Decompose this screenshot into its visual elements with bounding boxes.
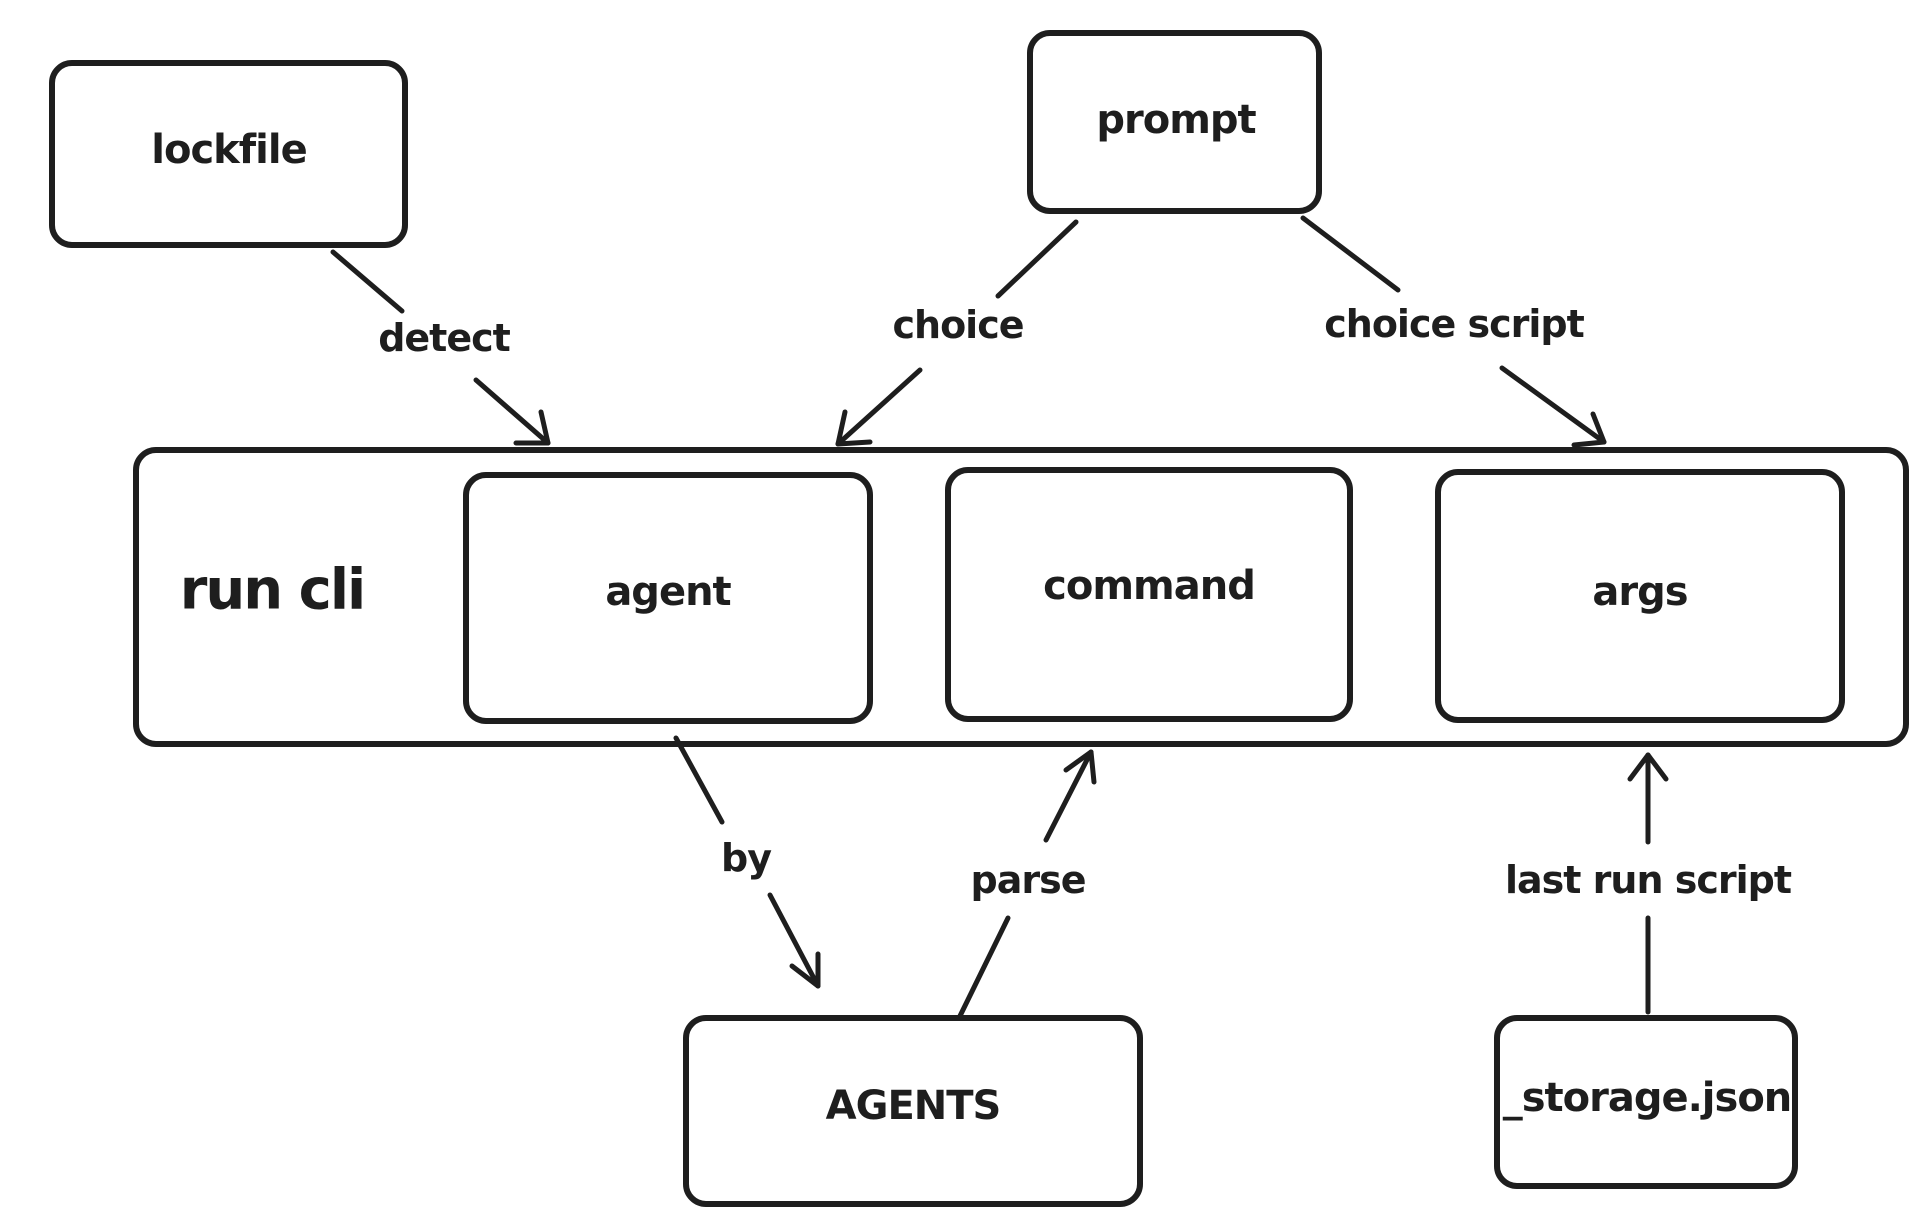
- node-prompt-label: prompt: [1096, 97, 1256, 143]
- edge-detect-label: detect: [378, 316, 510, 360]
- node-command: [945, 467, 1353, 722]
- edge-choice-script-arrowhead: [1571, 411, 1607, 448]
- node-agent: [463, 472, 873, 724]
- edge-choice-script-top: [1300, 215, 1401, 293]
- edge-choice-arrowhead: [835, 409, 873, 447]
- node-command-label: command: [1043, 563, 1255, 609]
- node-storage-json-label: _storage.json: [1503, 1075, 1792, 1121]
- node-lockfile-label: lockfile: [151, 127, 306, 173]
- node-agents: [683, 1015, 1143, 1207]
- node-agents-label: AGENTS: [826, 1083, 1001, 1129]
- node-args-label: args: [1592, 569, 1687, 615]
- node-storage-json: [1494, 1015, 1798, 1189]
- edge-choice-script-bottom: [1499, 365, 1607, 445]
- edge-choice-label: choice: [892, 303, 1023, 347]
- edge-detect-arrowhead: [513, 409, 551, 446]
- edge-by-bottom: [767, 892, 821, 989]
- run-cli-label: run cli: [180, 558, 364, 623]
- edge-detect-bottom: [473, 377, 551, 446]
- edge-choice-top: [995, 219, 1079, 299]
- edge-choice-bottom: [835, 367, 923, 447]
- edge-last-run-arrowhead: [1627, 752, 1669, 782]
- node-lockfile: [49, 60, 408, 248]
- edge-by-arrowhead: [789, 951, 821, 989]
- edge-parse-bottom: [957, 915, 1011, 1019]
- edge-parse-label: parse: [971, 858, 1086, 902]
- edge-last-run-script-label: last run script: [1505, 858, 1792, 902]
- edge-parse-top: [1043, 749, 1094, 843]
- node-args: [1435, 469, 1845, 723]
- edge-detect-top: [330, 249, 405, 314]
- edge-by-label: by: [721, 836, 772, 880]
- node-prompt: [1027, 30, 1322, 214]
- edge-choice-script-label: choice script: [1324, 302, 1584, 346]
- node-agent-label: agent: [605, 569, 731, 615]
- edge-by-top: [673, 735, 725, 825]
- edge-parse-arrowhead: [1063, 749, 1097, 785]
